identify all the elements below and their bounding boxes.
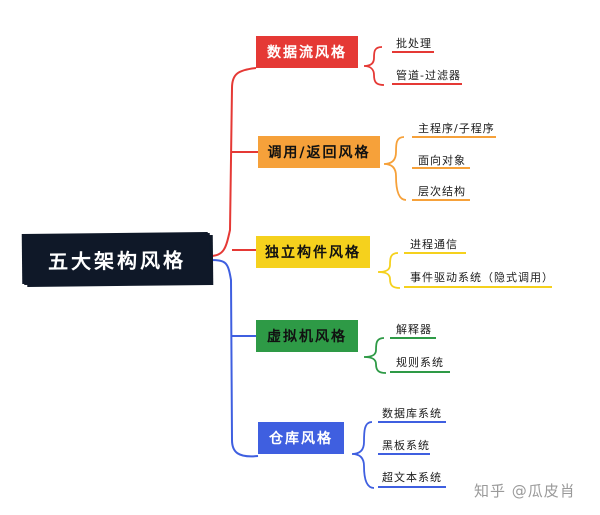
leaf-rule-system: 规则系统	[396, 356, 444, 369]
leaf-main-subprogram: 主程序/子程序	[418, 122, 495, 135]
watermark: 知乎 @瓜皮肖	[474, 482, 576, 500]
root-node: 五大架构风格	[23, 233, 211, 285]
branch-dataflow: 数据流风格	[256, 36, 358, 68]
leaf-process-communication: 进程通信	[410, 238, 458, 251]
root-label: 五大架构风格	[47, 247, 187, 274]
leaf-database-system: 数据库系统	[382, 407, 442, 420]
branch-repository: 仓库风格	[258, 422, 344, 454]
leaf-interpreter: 解释器	[396, 323, 432, 336]
branch-label: 独立构件风格	[265, 245, 361, 261]
leaf-blackboard-system: 黑板系统	[382, 439, 430, 452]
branch-label: 数据流风格	[267, 45, 347, 61]
leaf-batch: 批处理	[396, 37, 432, 50]
branch-call-return: 调用/返回风格	[258, 136, 380, 168]
branch-virtual-machine: 虚拟机风格	[256, 320, 358, 352]
branch-label: 仓库风格	[269, 431, 333, 447]
branch-independent-component: 独立构件风格	[256, 236, 370, 268]
leaf-pipe-filter: 管道-过滤器	[396, 69, 461, 82]
leaf-object-oriented: 面向对象	[418, 154, 466, 167]
branch-label: 调用/返回风格	[267, 145, 371, 161]
branch-label: 虚拟机风格	[267, 329, 347, 345]
leaf-event-driven: 事件驱动系统（隐式调用）	[410, 271, 554, 284]
leaf-hypertext-system: 超文本系统	[382, 471, 442, 484]
leaf-layered: 层次结构	[418, 185, 466, 198]
